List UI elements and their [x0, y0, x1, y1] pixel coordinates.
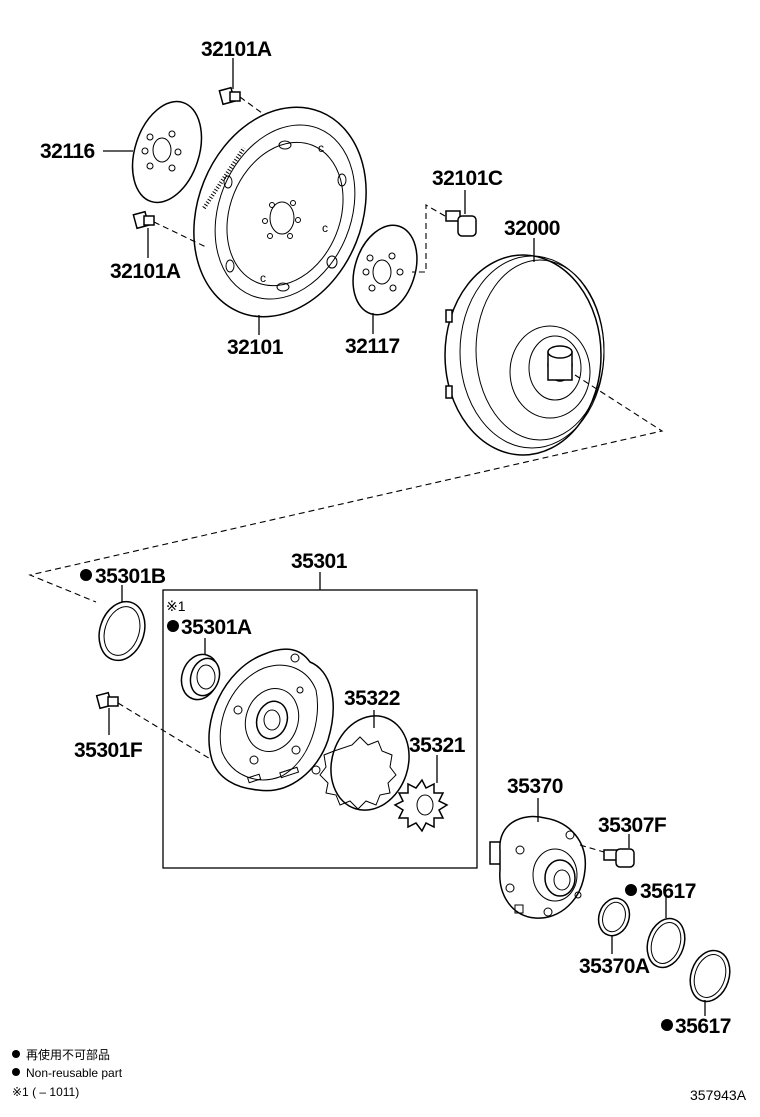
non-reusable-dot-35617-a: [625, 884, 637, 896]
label-35370A: 35370A: [579, 955, 650, 978]
torque-converter-32000: [444, 254, 605, 456]
label-35617-a: 35617: [640, 880, 696, 903]
label-32101A-top: 32101A: [201, 38, 272, 61]
label-35370: 35370: [507, 775, 563, 798]
label-35301: 35301: [291, 550, 348, 573]
label-32117: 32117: [345, 335, 400, 358]
oil-seal-35301A: [180, 653, 221, 701]
legend-dot-1: [12, 1050, 20, 1058]
bolt-32101C: [412, 204, 477, 273]
plate-32117: [352, 224, 418, 316]
label-35307F: 35307F: [598, 814, 667, 837]
label-35301B: 35301B: [95, 565, 166, 588]
bolt-35301F: [95, 691, 213, 761]
label-32101A-mid: 32101A: [110, 260, 181, 283]
legend-line-2: Non-reusable part: [26, 1066, 123, 1080]
label-35617-b: 35617: [675, 1015, 731, 1038]
non-reusable-dot-35617-b: [661, 1019, 673, 1031]
plate-32116: [131, 100, 203, 204]
svg-text:c: c: [260, 271, 266, 285]
drive-plate-32101: c c c: [193, 106, 367, 318]
alignment-dashed-line: [28, 374, 664, 603]
label-35301F: 35301F: [74, 739, 143, 762]
label-32101C: 32101C: [432, 167, 503, 190]
label-35321: 35321: [409, 734, 466, 757]
stator-shaft-35370: [489, 815, 586, 919]
oring-35301B: [98, 600, 146, 662]
label-35322: 35322: [344, 687, 400, 710]
legend-line-1: 再使用不可部品: [26, 1047, 110, 1062]
bolt-32101A-mid: [132, 210, 209, 249]
label-32101: 32101: [227, 336, 284, 359]
seal-ring-35617-a: [646, 917, 686, 969]
pump-body-plate: [208, 648, 334, 792]
label-32116: 32116: [40, 140, 95, 163]
driven-gear-35322: [319, 715, 410, 811]
label-35301A: 35301A: [181, 616, 252, 639]
label-32000: 32000: [504, 217, 560, 240]
bolt-35307F: [579, 844, 635, 868]
legend: 再使用不可部品 Non-reusable part ※1 ( – 1011): [12, 1047, 123, 1099]
ring-35370A: [597, 897, 631, 937]
non-reusable-dot-35301B: [80, 569, 92, 581]
svg-text:c: c: [318, 141, 324, 155]
legend-line-3: ※1 ( – 1011): [12, 1085, 79, 1099]
non-reusable-dot-35301A: [167, 620, 179, 632]
svg-text:c: c: [322, 221, 328, 235]
drive-gear-35321: [393, 778, 449, 833]
seal-ring-35617-b: [689, 949, 731, 1003]
note-marker: ※1: [166, 598, 186, 614]
legend-dot-2: [12, 1068, 20, 1076]
bolt-32101A-top: [218, 86, 263, 114]
reference-code: 357943A: [690, 1087, 747, 1103]
